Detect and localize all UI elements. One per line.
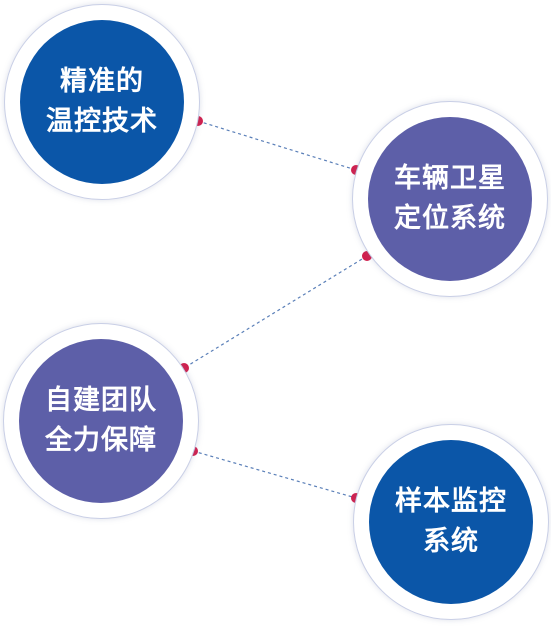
node-label-line1: 自建团队 — [45, 385, 157, 416]
connector-line-1-2 — [197, 120, 357, 171]
node-circle: 车辆卫星 定位系统 — [368, 117, 532, 281]
node-label-line1: 精准的 — [60, 66, 144, 97]
node-label-line2: 系统 — [423, 526, 479, 557]
connector-line-3-4 — [192, 450, 357, 499]
node-temperature-control: 精准的 温控技术 — [4, 4, 200, 200]
node-team-support: 自建团队 全力保障 — [3, 323, 199, 519]
connector-line-2-3 — [183, 255, 368, 369]
node-satellite-positioning: 车辆卫星 定位系统 — [352, 101, 548, 297]
node-label-line1: 车辆卫星 — [394, 163, 506, 194]
node-circle: 样本监控 系统 — [369, 440, 533, 604]
node-label-line2: 定位系统 — [394, 203, 506, 234]
node-sample-monitoring: 样本监控 系统 — [353, 424, 549, 620]
node-label-line2: 温控技术 — [46, 106, 158, 137]
node-circle: 精准的 温控技术 — [20, 20, 184, 184]
node-circle: 自建团队 全力保障 — [19, 339, 183, 503]
node-label-line1: 样本监控 — [395, 486, 507, 517]
node-label-line2: 全力保障 — [45, 425, 157, 456]
